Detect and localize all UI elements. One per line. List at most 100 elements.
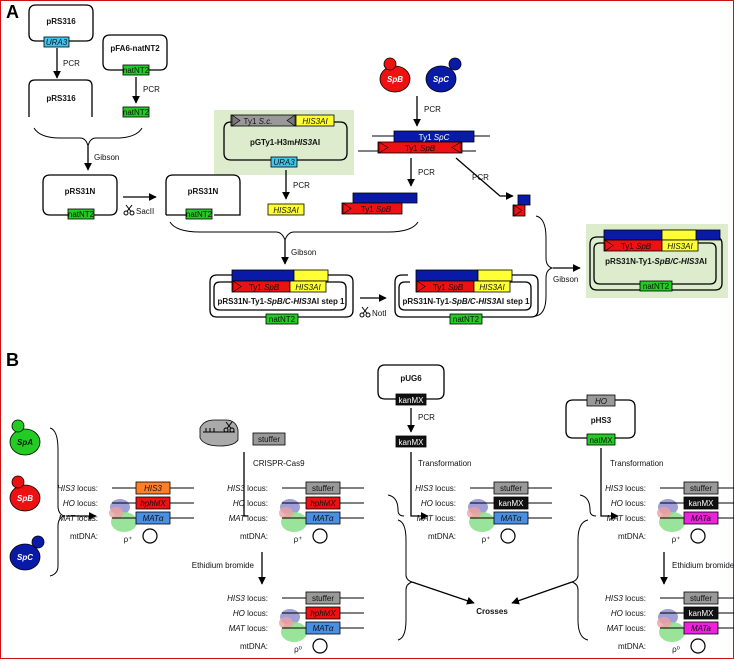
- gene-label-his3: stuffer: [500, 484, 522, 493]
- gene-label-mat: MATα: [313, 624, 334, 633]
- gene-label-mat: MATα: [501, 514, 522, 523]
- spc-label-b: SpC: [17, 553, 33, 562]
- pcr-label-6: PCR: [472, 173, 489, 182]
- mtdna-circle: [312, 638, 328, 654]
- rho-label: ρ⁺: [124, 535, 133, 544]
- prs316-top-label: pRS316: [46, 17, 76, 26]
- gene-box-ho: [683, 496, 719, 510]
- plasmid-step1-right: Ty1 SpB HIS3AI pRS31N-Ty1-SpB/C-HIS3AI s…: [394, 269, 539, 325]
- phs3-label: pHS3: [591, 416, 612, 425]
- mtdna-label: mtDNA:: [618, 532, 646, 541]
- ethidium-label-2: Ethidium bromide: [672, 561, 734, 570]
- locus-label-mat: MAT locus:: [607, 624, 646, 633]
- mtdna-label: mtDNA:: [240, 532, 268, 541]
- gene-box-mat: [135, 511, 171, 525]
- crosses-label: Crosses: [476, 607, 508, 616]
- natnt2-box-3: [67, 208, 95, 220]
- natnt2-box-1: [122, 64, 150, 76]
- kanmx-label-1: kanMX: [399, 396, 425, 405]
- mtdna-label: mtDNA:: [618, 642, 646, 651]
- locus-label-ho: HO locus:: [233, 499, 268, 508]
- natnt2-label-5: natNT2: [269, 315, 296, 324]
- his3ai-label-3: HIS3AI: [295, 283, 321, 292]
- gene-box-mat: [683, 621, 719, 635]
- gene-label-ho: kanMX: [499, 499, 525, 508]
- ura3-gene-box: [43, 36, 70, 48]
- gibson-label-2: Gibson: [291, 248, 316, 257]
- step1-right-label: pRS31N-Ty1-SpB/C-HIS3AI step 1: [403, 297, 531, 306]
- gene-box-his3: [683, 481, 719, 495]
- gene-box-ho: [683, 606, 719, 620]
- gene-label-his3: stuffer: [312, 594, 334, 603]
- yeast-spc-cell-b: SpC: [9, 535, 45, 571]
- mtdna-label: mtDNA:: [70, 532, 98, 541]
- natnt2-label-1: natNT2: [123, 66, 150, 75]
- gene-label-ho: hphMX: [310, 609, 336, 618]
- gene-box-ho: [305, 496, 341, 510]
- ty1-spb-label-3: Ty1 SpB: [249, 283, 280, 292]
- ty1-sc-label: Ty1 S.c.: [244, 117, 273, 126]
- transformation-line-1: [410, 452, 429, 520]
- rho-label: ρ⁰: [294, 645, 302, 654]
- spb-label-b: SpB: [17, 494, 33, 503]
- ty1-hybrid-fragment: Ty1 SpC Ty1 SpB: [358, 130, 490, 154]
- locus-label-ho: HO locus:: [63, 499, 98, 508]
- scissors-icon: [123, 204, 135, 216]
- gene-label-mat: MATa: [691, 624, 712, 633]
- panel-a-label: A: [6, 2, 19, 22]
- locus-label-his3: HIS3 locus:: [415, 484, 456, 493]
- gene-box-ho: [493, 496, 529, 510]
- pcr-label-5: PCR: [418, 168, 435, 177]
- rho-label: ρ⁺: [672, 535, 681, 544]
- stuffer-donor-box: [252, 432, 286, 446]
- ty1-spb-label-5: Ty1 SpB: [621, 242, 652, 251]
- mtdna-circle: [142, 528, 158, 544]
- plasmid-prs31n-linear: pRS31N natNT2: [165, 174, 241, 220]
- small-junction-fragment: [512, 194, 531, 217]
- gene-label-his3: stuffer: [690, 594, 712, 603]
- mtdna-label: mtDNA:: [240, 642, 268, 651]
- pgty1-label: pGTy1-H3mHIS3AI: [250, 138, 320, 147]
- gene-box-his3: [493, 481, 529, 495]
- gene-label-ho: kanMX: [689, 499, 715, 508]
- arrow-cross-right: [511, 581, 573, 605]
- natnt2-pcr-product: [122, 106, 150, 118]
- locus-label-his3: HIS3 locus:: [227, 594, 268, 603]
- plasmid-phs3: HO pHS3 natMX: [565, 394, 636, 446]
- stuffer-donor-label: stuffer: [258, 435, 280, 444]
- plasmid-final: Ty1 SpB HIS3AI pRS31N-Ty1-SpB/C-HIS3AI n…: [589, 229, 723, 292]
- pcr-label-1: PCR: [63, 59, 80, 68]
- gene-label-ho: kanMX: [689, 609, 715, 618]
- pcr-label-4: PCR: [424, 105, 441, 114]
- locus-label-mat: MAT locus:: [59, 514, 98, 523]
- ura3-label: URA3: [46, 38, 68, 47]
- gene-box-mat: [305, 511, 341, 525]
- ty1-spb-label: Ty1 SpB: [405, 144, 436, 153]
- prs316-mid-label: pRS316: [46, 94, 76, 103]
- plasmid-prs316-top: URA3 pRS316: [28, 4, 94, 48]
- step1-left-label: pRS31N-Ty1-SpB/C-HIS3AI step 1: [218, 297, 346, 306]
- natmx-label: natMX: [589, 436, 613, 445]
- rho-label: ρ⁰: [672, 645, 680, 654]
- gene-label-mat: MATa: [691, 514, 712, 523]
- locus-label-his3: HIS3 locus:: [605, 594, 646, 603]
- yeast-spa-cell: SpA: [9, 419, 41, 456]
- prs31n-label-1: pRS31N: [65, 187, 96, 196]
- his3ai-box-1: [295, 114, 335, 127]
- natnt2-label-4: natNT2: [186, 210, 213, 219]
- gene-label-ho: hphMX: [310, 499, 336, 508]
- mtdna-circle: [500, 528, 516, 544]
- spc-label-a: SpC: [433, 75, 449, 84]
- spa-label: SpA: [17, 438, 33, 447]
- crispr-label: CRISPR-Cas9: [253, 459, 305, 468]
- arrow-cross-left: [411, 581, 475, 605]
- brace-gibson-2: [169, 221, 419, 242]
- locus-label-ho: HO locus:: [233, 609, 268, 618]
